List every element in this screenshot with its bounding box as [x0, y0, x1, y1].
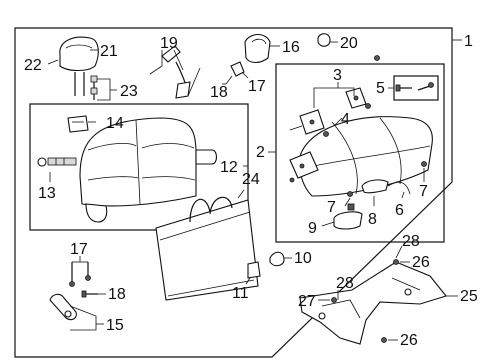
callout-11: 11	[232, 285, 249, 302]
bolt-26a	[393, 259, 399, 265]
clip	[317, 33, 331, 47]
bolt-26b	[381, 337, 387, 343]
leader-15	[69, 305, 97, 331]
clip-10	[269, 251, 285, 267]
callout-17b: 17	[70, 241, 88, 258]
leader-11	[245, 277, 251, 285]
callout-20: 20	[340, 35, 358, 52]
callout-10: 10	[294, 250, 312, 267]
callout-8: 8	[368, 211, 377, 228]
leader-19b	[173, 49, 184, 71]
seat-belt	[161, 45, 201, 99]
cover-9	[333, 211, 363, 230]
lower-hinge	[289, 151, 319, 183]
leader-24	[237, 189, 245, 199]
callout-21: 21	[100, 43, 118, 60]
callout-12: 12	[220, 159, 238, 176]
leader-28a	[395, 245, 403, 259]
seat-group-box	[29, 103, 249, 231]
callout-23: 23	[120, 83, 138, 100]
callout-26a: 26	[412, 254, 430, 271]
callout-18a: 18	[210, 84, 228, 101]
leader-7a	[344, 197, 351, 207]
bolts-17	[69, 262, 91, 287]
callout-26b: 26	[400, 332, 418, 349]
seat-cushion	[298, 116, 433, 197]
callout-17a: 17	[248, 78, 266, 95]
rear-seat-back	[79, 117, 218, 223]
leader-23	[97, 78, 111, 101]
callout-16: 16	[282, 39, 300, 56]
cover-bag	[155, 196, 259, 301]
callout-25: 25	[460, 288, 478, 305]
clip-upper	[230, 61, 245, 77]
callout-22: 22	[24, 57, 42, 74]
trim-cover	[244, 33, 271, 64]
callout-9: 9	[308, 220, 317, 237]
bolt-7b	[421, 161, 427, 167]
callout-27: 27	[298, 293, 316, 310]
leader-9	[321, 221, 335, 227]
callout-3: 3	[333, 67, 342, 84]
headrest	[59, 36, 99, 100]
lower-hinge-15	[49, 293, 77, 321]
floor-bracket	[299, 261, 447, 345]
callout-5: 5	[376, 80, 385, 97]
callout-19: 19	[160, 35, 178, 52]
callout-28a: 28	[402, 233, 420, 250]
callout-18b: 18	[108, 286, 126, 303]
callout-15: 15	[106, 317, 124, 334]
bolt-18	[81, 290, 98, 298]
leader-19	[149, 50, 163, 75]
latch-handle	[361, 179, 389, 194]
bolt-7a	[347, 191, 353, 197]
bolts	[395, 82, 434, 92]
callout-14: 14	[106, 115, 124, 132]
leader-4	[333, 117, 343, 127]
callout-2: 2	[256, 144, 265, 161]
leader-22	[47, 59, 59, 65]
callout-6: 6	[395, 202, 404, 219]
callout-4: 4	[341, 111, 350, 128]
callout-1: 1	[464, 33, 473, 50]
callout-7a: 7	[327, 199, 336, 216]
bolt-27	[331, 297, 337, 303]
leader-17a	[241, 71, 249, 79]
callout-24: 24	[242, 171, 260, 188]
main-assembly-frame	[14, 27, 453, 358]
screw	[374, 55, 380, 61]
rod	[37, 157, 77, 167]
hinge-assembly	[289, 87, 371, 137]
callout-28b: 28	[336, 275, 354, 292]
latch	[67, 115, 89, 133]
leader-3	[313, 87, 355, 108]
cushion-group-box	[275, 63, 445, 243]
leader-6	[401, 191, 405, 199]
callout-7b: 7	[419, 183, 428, 200]
release-cable	[387, 181, 411, 195]
callout-13: 13	[38, 185, 56, 202]
bracket-11	[247, 261, 261, 279]
